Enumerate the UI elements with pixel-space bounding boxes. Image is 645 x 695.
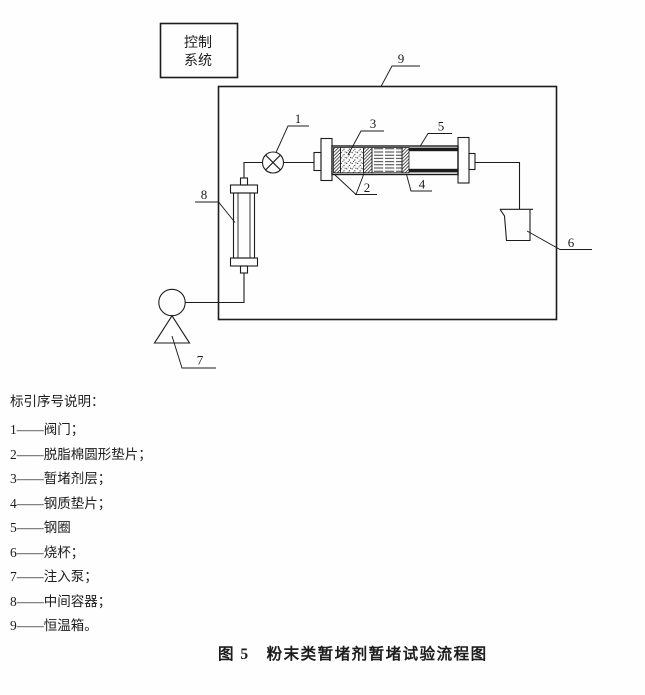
control-system-label-line1: 控制 [184,35,212,51]
pipe-pump-to-container [185,273,245,304]
container-inner-walls [237,193,251,258]
callout-1-leader [275,125,309,153]
container-top-cap [229,184,259,194]
callout-5-leader [419,133,452,147]
steel-ring-bottom-bar [409,168,458,173]
callout-3: 3 [347,116,384,156]
core-holder [313,136,476,184]
callout-9-leader [380,65,420,87]
callout-8-label: 8 [201,187,208,202]
callout-6-label: 6 [568,235,575,250]
callout-5-label: 5 [438,119,445,134]
callout-1-label: 1 [295,111,302,126]
holder-left-flange [320,137,333,182]
holder-right-nub [468,152,476,171]
callout-9-label: 9 [398,51,405,66]
legend-item-1: 1——阀门； [10,422,85,437]
holder-right-flange [457,136,470,184]
legend-item-6: 6——烧杯； [10,544,85,560]
callout-7-leader [171,335,216,369]
callout-4-leader [406,174,432,192]
flow-diagram: 控制 系统 [153,22,592,369]
figure-caption: 图 5 粉末类暂堵剂暂堵试验流程图 [218,646,488,663]
container-body [232,192,256,259]
cotton-gasket-right [363,147,373,174]
legend-item-2: 2——脱脂棉圆形垫片； [10,446,152,462]
pump-circle [158,288,186,317]
valve-circle [261,151,285,174]
valve-cross [265,154,281,171]
legend-item-7: 7——注入泵； [10,569,98,584]
pipe-holder-to-beaker [475,161,521,210]
callout-1: 1 [275,111,309,153]
callout-7: 7 [171,335,216,369]
callout-6-leader [526,230,592,250]
callout-2-label: 2 [364,180,371,195]
piping [185,161,521,304]
pipe-container-to-valve [243,161,263,178]
legend-item-8: 8——中间容器； [10,593,112,609]
callout-2: 2 [334,173,377,195]
plugging-agent-layer [340,147,364,174]
legend-item-5: 5——钢圈 [10,520,71,535]
legend-item-4: 4——钢质垫片； [10,495,112,511]
callout-6: 6 [526,230,592,250]
callout-8: 8 [195,187,236,223]
legend-item-9: 9——恒温箱。 [10,618,98,633]
intermediate-container [229,177,259,274]
lined-core-section [371,147,403,174]
control-system-box: 控制 系统 [159,22,239,79]
cotton-gasket-left [333,147,341,174]
control-system-label-line2: 系统 [184,53,212,69]
pump-symbol [153,288,191,344]
callout-5: 5 [419,119,452,147]
legend: 标引序号说明： 1——阀门； 2——脱脂棉圆形垫片； 3——暂堵剂层； 4——钢… [10,392,430,639]
callout-2-leader [334,173,377,195]
callout-9: 9 [380,51,420,87]
holder-left-nub [313,151,322,172]
valve-symbol [261,151,285,174]
legend-item-3: 3——暂堵剂层； [10,471,112,486]
container-bottom-nub [239,265,249,274]
callout-7-label: 7 [197,353,204,368]
legend-heading: 标引序号说明： [10,394,105,409]
callout-3-label: 3 [370,116,377,131]
legend-items: 1——阀门； 2——脱脂棉圆形垫片； 3——暂堵剂层； 4——钢质垫片； 5——… [10,418,430,639]
steel-ring-top-bar [409,147,458,152]
pump-triangle [153,314,191,344]
beaker [499,208,533,242]
container-top-nub [239,177,249,186]
callout-4-label: 4 [419,177,426,192]
callout-8-leader [195,201,236,223]
steel-gasket [401,147,410,174]
thermostat-chamber-outline [217,85,558,321]
callout-3-leader [347,130,384,156]
callout-4: 4 [406,174,432,192]
container-bottom-cap [229,257,259,267]
